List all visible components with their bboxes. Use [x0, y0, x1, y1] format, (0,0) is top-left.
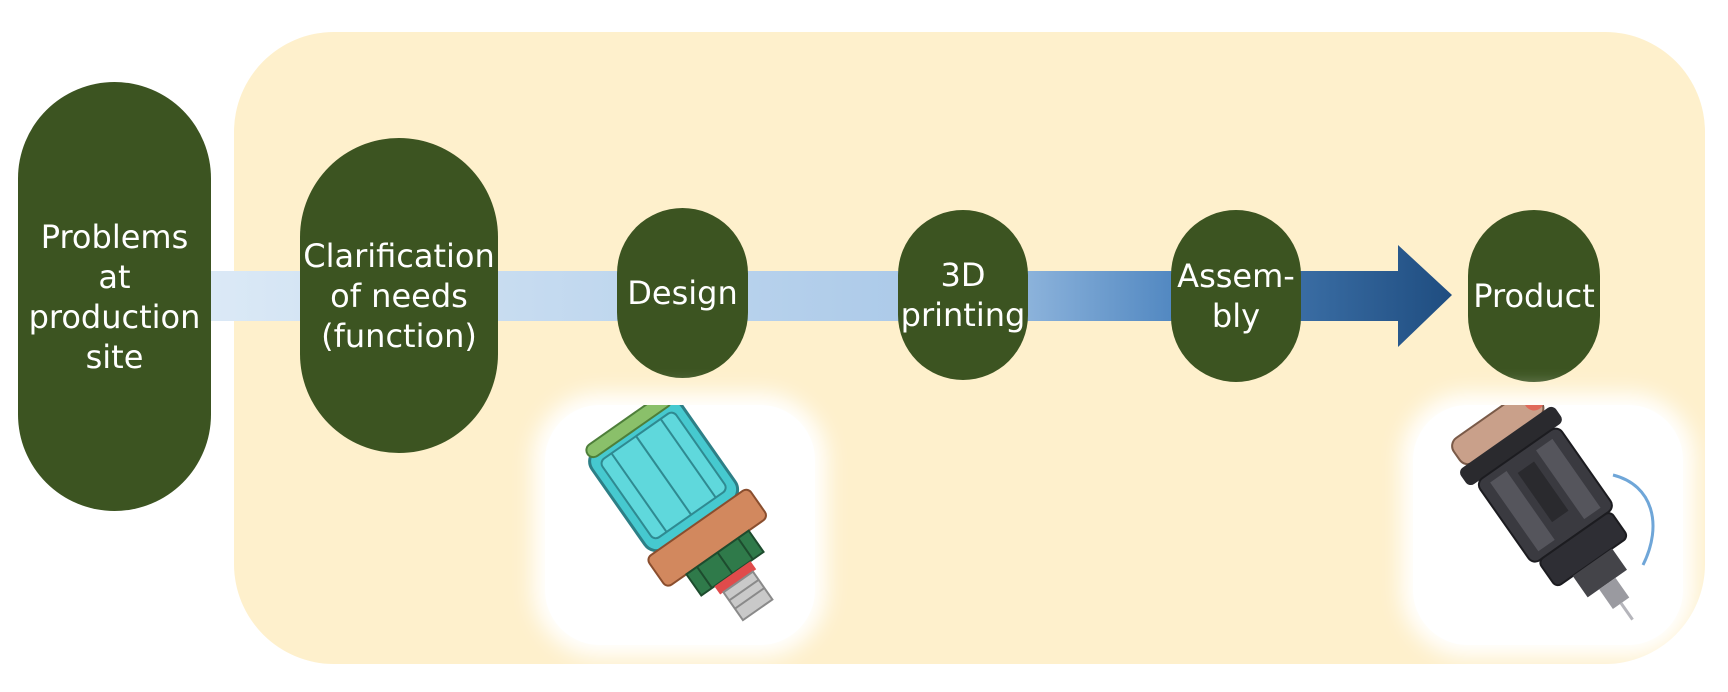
step-label-line: Problems: [40, 217, 189, 256]
arrow-shape: [211, 245, 1452, 347]
step-label-line: Clarification: [303, 236, 495, 275]
step-assembly: Assem- bly: [1171, 210, 1301, 382]
step-problems-at-production-site: Problems at production site: [18, 82, 211, 511]
step-label-line: of needs: [330, 276, 468, 315]
step-label-line: Product: [1473, 277, 1595, 315]
step-label-line: site: [85, 337, 144, 376]
step-label-line: production: [28, 297, 201, 336]
step-label-line: bly: [1211, 297, 1261, 335]
step-label-line: at: [98, 257, 131, 296]
step-product: Product: [1468, 210, 1600, 382]
product-photo-image: [1413, 405, 1683, 645]
step-label-line: Design: [627, 274, 738, 312]
step-label-line: Assem-: [1177, 257, 1295, 295]
design-cad-image: [545, 405, 815, 645]
step-label-line: printing: [900, 296, 1026, 334]
product-illustration: [1451, 405, 1655, 621]
cad-model-illustration: [585, 405, 774, 622]
step-design: Design: [617, 208, 748, 378]
step-label-line: (function): [321, 316, 477, 355]
step-label-line: 3D: [940, 256, 986, 294]
step-clarification-of-needs: Clarification of needs (function): [300, 138, 498, 453]
step-3d-printing: 3D printing: [898, 210, 1028, 380]
